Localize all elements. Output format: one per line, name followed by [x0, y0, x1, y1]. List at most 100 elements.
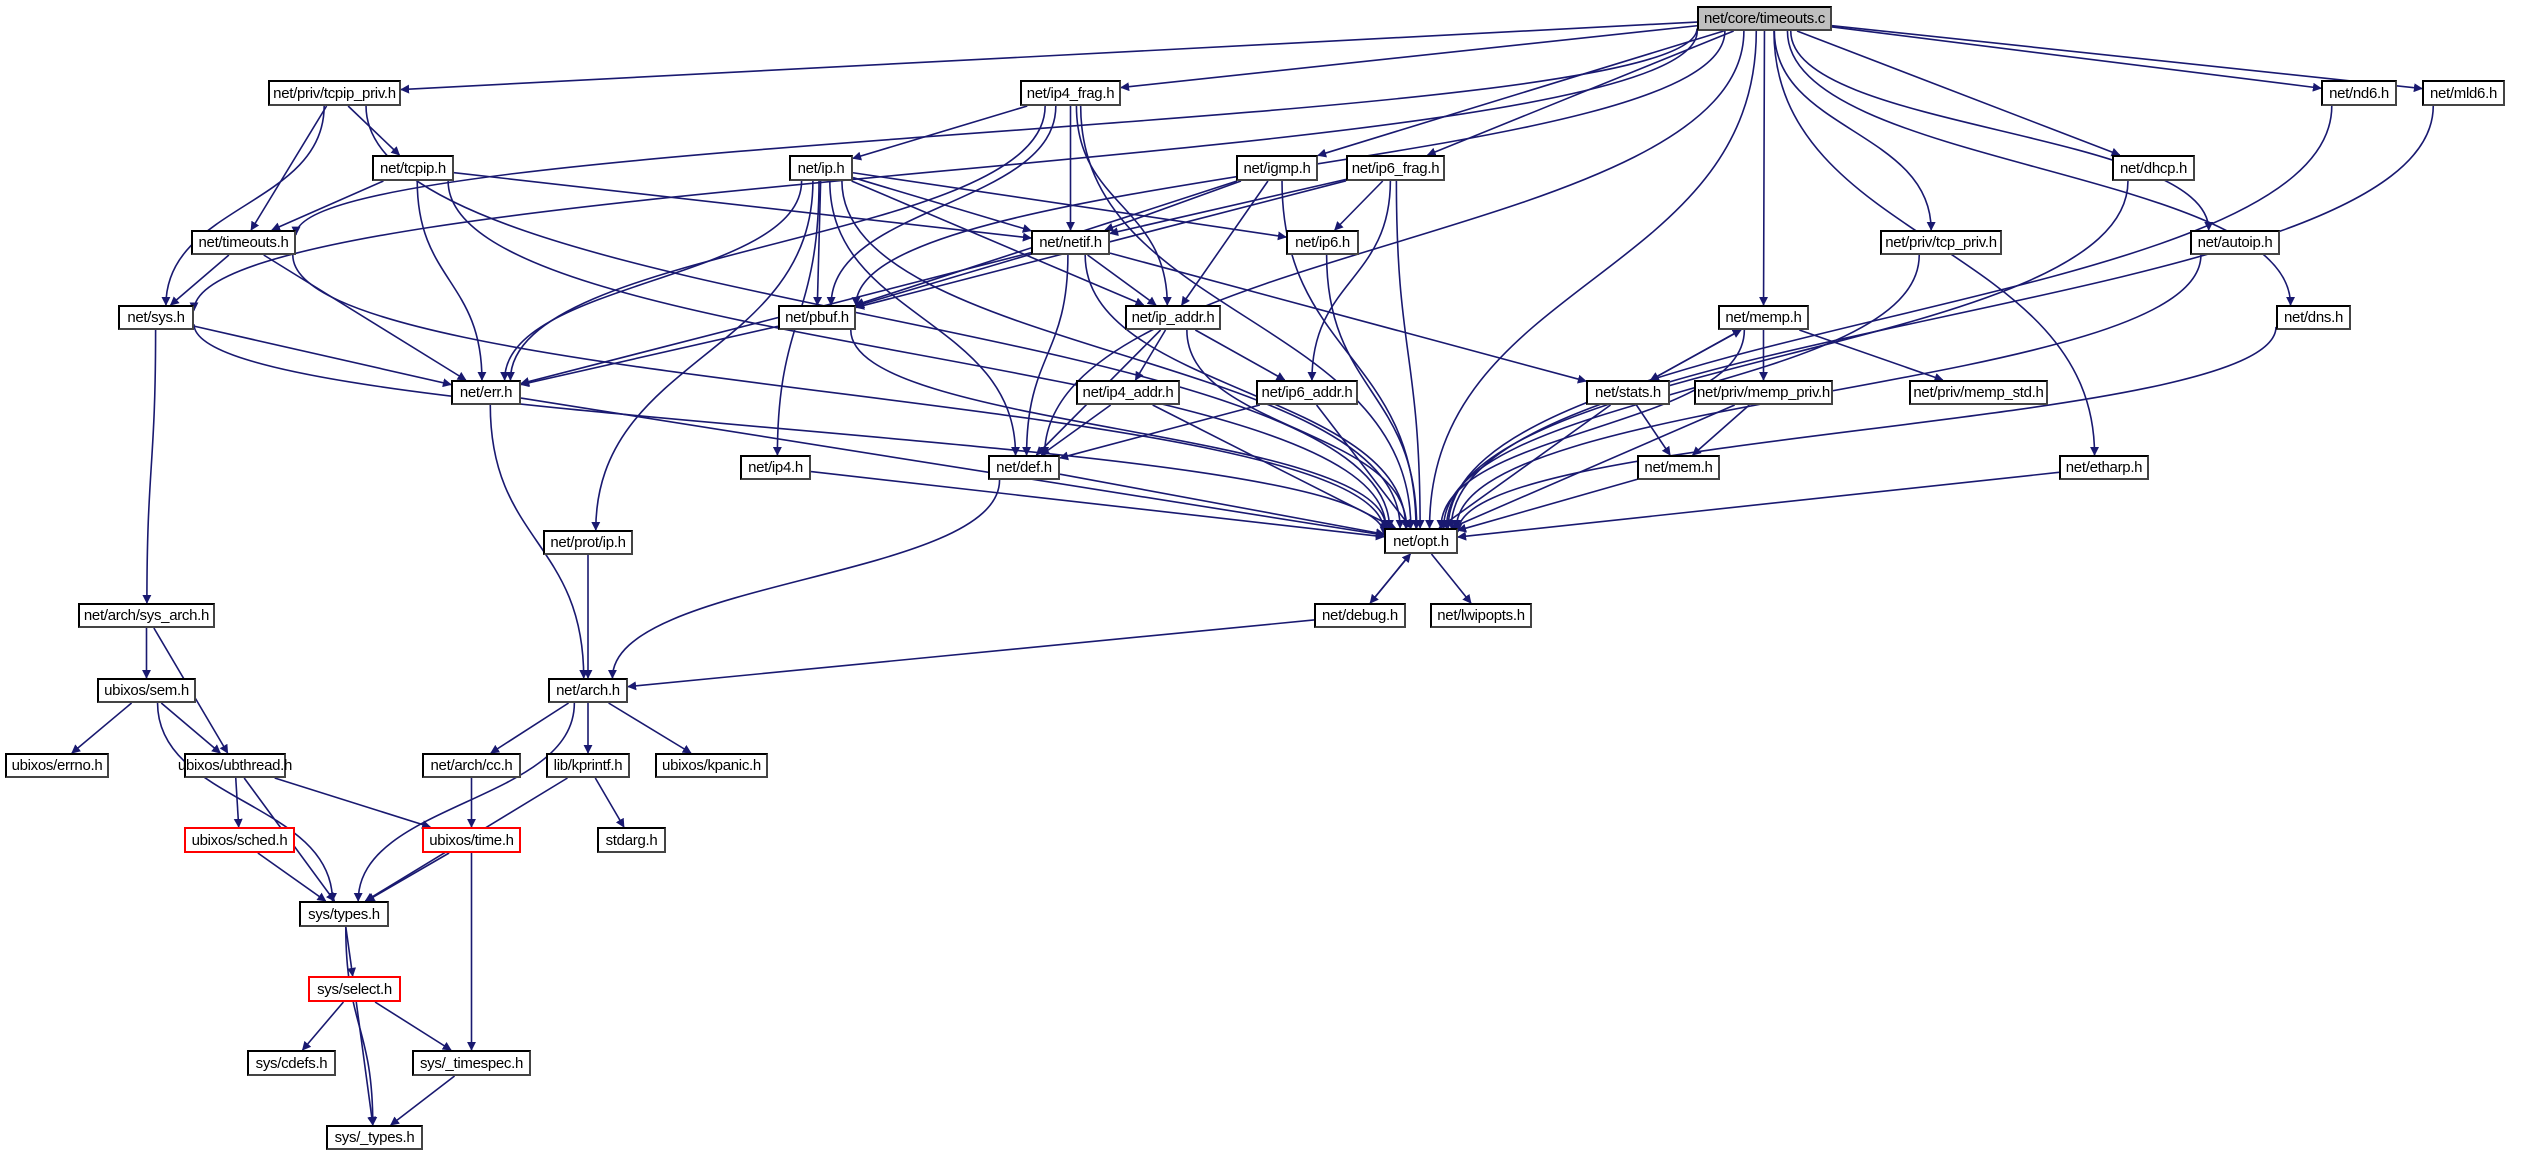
node-cc[interactable]: net/arch/cc.h [422, 753, 521, 778]
edge-ip-addr-to-ip4-addr [1134, 329, 1167, 381]
node-sys[interactable]: net/sys.h [118, 305, 194, 330]
edge-memp-to-opt [1436, 329, 1746, 529]
edge-ip4-frag-to-ip [852, 105, 1028, 161]
edge-timeouts-h-to-opt [292, 254, 1389, 533]
edge-tcpip-to-err [416, 180, 487, 381]
edge-ip6-addr-to-opt [1315, 404, 1412, 529]
node-memp-priv[interactable]: net/priv/memp_priv.h [1694, 380, 1833, 405]
edge-tcpip-priv-to-timeouts-h [250, 105, 328, 231]
edge-timeouts-c-to-memp [1759, 30, 1769, 306]
edge-ip4-frag-to-opt [1079, 105, 1416, 529]
node-tcpip-priv[interactable]: net/priv/tcpip_priv.h [268, 80, 401, 106]
edge-memp-to-memp-std [1799, 329, 1944, 382]
edge-ip-addr-to-ip6-addr [1194, 329, 1286, 381]
node-stdarg[interactable]: stdarg.h [597, 827, 666, 853]
node-netif[interactable]: net/netif.h [1031, 230, 1110, 255]
edge-netif-to-pbuf [855, 253, 1032, 308]
node-mld6[interactable]: net/mld6.h [2422, 80, 2505, 106]
edge-nd6-to-opt [1443, 105, 2333, 529]
edge-tcpip-priv-to-tcpip [347, 105, 401, 156]
edge-etharp-to-opt [1457, 471, 2060, 541]
node-dhcp[interactable]: net/dhcp.h [2112, 155, 2195, 181]
node-prot-ip[interactable]: net/prot/ip.h [543, 530, 633, 555]
edge-igmp-to-netif [1104, 180, 1242, 232]
edge-timeouts-c-to-tcpip-priv [400, 21, 1698, 94]
node-kprintf[interactable]: lib/kprintf.h [546, 753, 630, 778]
node-igmp[interactable]: net/igmp.h [1236, 155, 1318, 181]
edge-err-to-arch [489, 404, 589, 679]
edge-tcpip-to-netif [453, 171, 1032, 242]
node-memp-std[interactable]: net/priv/memp_std.h [1909, 380, 2048, 405]
node-sys-arch[interactable]: net/arch/sys_arch.h [78, 603, 215, 628]
node-ip-addr[interactable]: net/ip_addr.h [1125, 305, 1221, 330]
edge-tcpip-to-timeouts-h [271, 180, 384, 231]
edge-timeouts-c-to-sys [189, 30, 1699, 312]
node-types[interactable]: sys/types.h [299, 901, 389, 927]
node-tcpip[interactable]: net/tcpip.h [372, 155, 454, 181]
edge-def-to-arch [607, 479, 1001, 679]
edge-netif-to-opt [1084, 254, 1411, 529]
edge-ip4-frag-to-err [505, 105, 1046, 381]
edge-ip-to-ip-addr [851, 180, 1145, 306]
node--types[interactable]: sys/_types.h [326, 1125, 423, 1150]
edge-sem-to-types [156, 702, 337, 902]
edge-timeouts-c-to-ip6-frag [1426, 30, 1734, 157]
node-ubthread[interactable]: ubixos/ubthread.h [178, 753, 292, 778]
edge-def-to-opt [1059, 473, 1385, 538]
node-cdefs[interactable]: sys/cdefs.h [247, 1050, 336, 1076]
edge-ip6-addr-to-def [1059, 404, 1261, 461]
node-etharp[interactable]: net/etharp.h [2059, 455, 2149, 480]
edge-arch-to-types [353, 702, 576, 902]
node-dns[interactable]: net/dns.h [2276, 305, 2351, 330]
node-nd6[interactable]: net/nd6.h [2321, 80, 2397, 106]
node-sem[interactable]: ubixos/sem.h [97, 678, 196, 703]
node-tcp-priv[interactable]: net/priv/tcp_priv.h [1880, 230, 2002, 255]
edge-ip4-frag-to-pbuf [826, 105, 1057, 306]
node-time[interactable]: ubixos/time.h [422, 827, 521, 853]
node-ip6[interactable]: net/ip6.h [1286, 230, 1359, 255]
node-debug[interactable]: net/debug.h [1314, 603, 1406, 628]
node-def[interactable]: net/def.h [988, 455, 1060, 480]
edge-types-to-select [345, 926, 357, 977]
edge-ubthread-to-sched [233, 777, 243, 828]
edge-debug-to-opt [1369, 553, 1411, 604]
edge-ip6-frag-to-netif [1109, 178, 1347, 237]
node-stats[interactable]: net/stats.h [1586, 380, 1670, 405]
edge-mld6-to-opt [1446, 105, 2435, 529]
edge-select-to-cdefs [301, 1001, 345, 1051]
edge-tcpip-priv-to-opt [365, 105, 1394, 529]
node-timeouts-h[interactable]: net/timeouts.h [191, 230, 296, 255]
edge-timeouts-c-to-tcp-priv [1773, 30, 1936, 231]
node-errno[interactable]: ubixos/errno.h [5, 753, 109, 778]
edge-ip6-frag-to-opt [1395, 180, 1425, 529]
edge-select-to--types [355, 1001, 377, 1126]
node-lwipopts[interactable]: net/lwipopts.h [1430, 603, 1532, 628]
edge-timeouts-c-to-ip4-frag [1120, 24, 1698, 92]
node-ip4-addr[interactable]: net/ip4_addr.h [1076, 380, 1180, 405]
edge-ip-to-def [829, 180, 1021, 456]
node-sched[interactable]: ubixos/sched.h [184, 827, 295, 853]
edge-sem-to-ubthread [160, 702, 221, 754]
edge-ip-to-pbuf [813, 180, 823, 306]
node-ip6-addr[interactable]: net/ip6_addr.h [1256, 380, 1358, 405]
node-mem[interactable]: net/mem.h [1637, 455, 1720, 480]
edge-sem-to-errno [71, 702, 133, 754]
node-err[interactable]: net/err.h [451, 380, 521, 405]
node-pbuf[interactable]: net/pbuf.h [778, 305, 856, 330]
node-ip[interactable]: net/ip.h [789, 155, 853, 181]
node-ip6-frag[interactable]: net/ip6_frag.h [1346, 155, 1445, 181]
edge-stats-to-mem [1635, 404, 1671, 456]
node-ip4-frag[interactable]: net/ip4_frag.h [1020, 80, 1121, 106]
edge-ip-addr-to-opt [1186, 329, 1412, 529]
node-memp[interactable]: net/memp.h [1718, 305, 1809, 330]
node-autoip[interactable]: net/autoip.h [2190, 230, 2280, 255]
node-arch[interactable]: net/arch.h [548, 678, 628, 703]
edge-timeouts-c-to-opt [1425, 30, 1758, 529]
node-opt[interactable]: net/opt.h [1384, 528, 1458, 554]
node-ip4[interactable]: net/ip4.h [740, 455, 811, 480]
node-select[interactable]: sys/select.h [308, 976, 401, 1002]
node-kpanic[interactable]: ubixos/kpanic.h [655, 753, 768, 778]
edge-stats-to-opt [1438, 404, 1612, 529]
node-timespec[interactable]: sys/_timespec.h [412, 1050, 531, 1076]
